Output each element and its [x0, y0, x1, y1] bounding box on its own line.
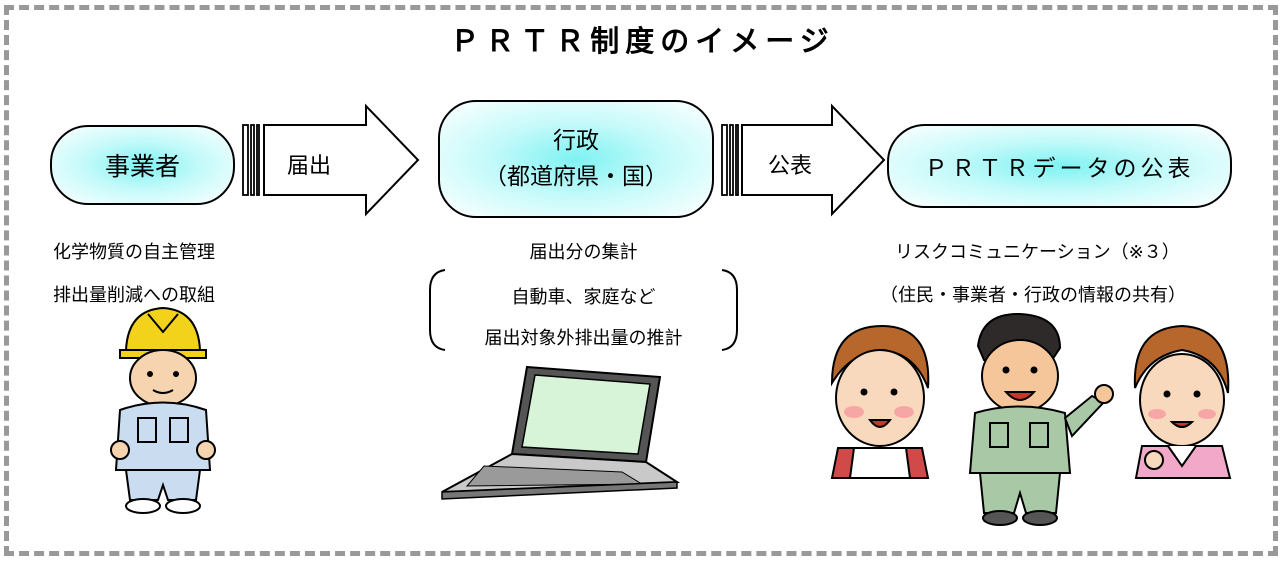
business-note-1: 化学物質の自主管理 [53, 242, 215, 263]
publication-node: ＰＲＴＲデータの公表 [887, 124, 1232, 208]
laptop-illustration [441, 365, 681, 500]
government-node-title: 行政 [553, 128, 599, 154]
publish-arrow-label: 公表 [768, 154, 813, 179]
left-bracket [429, 269, 446, 351]
risk-note-1: リスクコミュニケーション（※３） [895, 242, 1180, 263]
resident-woman [830, 324, 930, 479]
government-woman [1133, 324, 1232, 479]
business-note-2: 排出量削減への取組 [53, 285, 215, 306]
worker-illustration [110, 306, 216, 514]
business-man [968, 312, 1114, 526]
gov-note-3: 届出対象外排出量の推計 [484, 328, 683, 349]
report-arrow-label: 届出 [287, 154, 332, 179]
business-node-label: 事業者 [104, 152, 180, 181]
government-node-subtitle: （都道府県・国） [484, 164, 668, 190]
gov-note-2: 自動車、家庭など [511, 287, 656, 308]
diagram-title: ＰＲＴＲ制度のイメージ [450, 24, 835, 58]
risk-note-2: （住民・事業者・行政の情報の共有） [880, 285, 1186, 306]
business-node: 事業者 [50, 125, 235, 205]
government-node: 行政 （都道府県・国） [438, 100, 714, 218]
people-illustration [830, 312, 1232, 526]
right-bracket [721, 269, 738, 351]
report-arrow [242, 103, 420, 217]
publication-node-label: ＰＲＴＲデータの公表 [924, 156, 1195, 182]
dashed-border [4, 5, 1278, 556]
publish-arrow [721, 103, 886, 217]
gov-note-1: 届出分の集計 [529, 242, 638, 263]
